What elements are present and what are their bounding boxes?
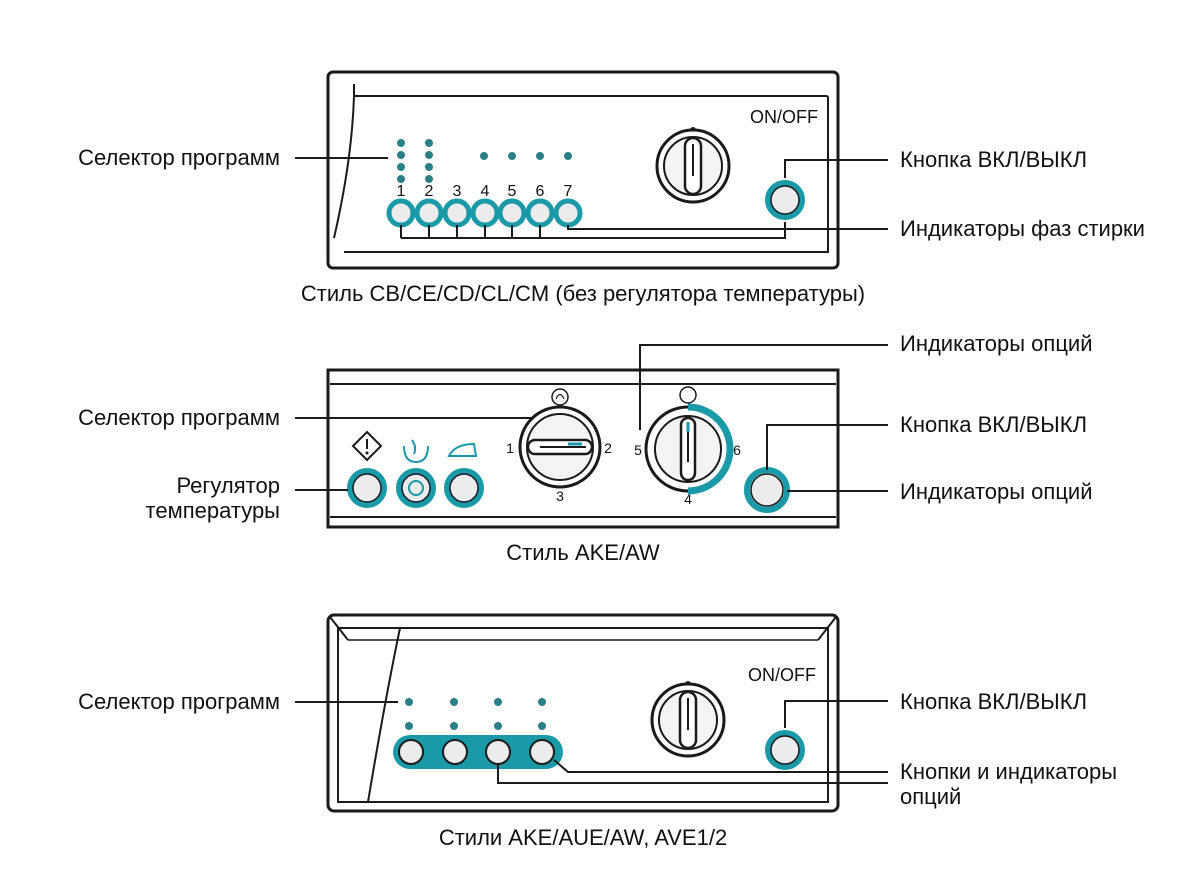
program-number-6: 6 [535, 183, 545, 200]
temperature-buttons[interactable] [347, 468, 484, 508]
option-leds-top [405, 698, 546, 706]
label-option-buttons-2: опций [900, 784, 962, 809]
program-number-5: 5 [507, 183, 517, 200]
panel-3 [295, 613, 888, 813]
caption-panel-1: Стиль CB/CE/CD/CL/CM (без регулятора тем… [300, 281, 866, 306]
power-button-3[interactable] [765, 730, 805, 770]
label-option-buttons-1: Кнопки и индикаторы [900, 759, 1118, 784]
label-temperature-regulator-2: температуры [145, 498, 280, 523]
program-number-1: 1 [396, 183, 406, 200]
option-mark-5: 5 [634, 442, 642, 458]
program-leds-2 [425, 139, 433, 183]
rinse-icon [403, 439, 429, 464]
phase-leds [480, 152, 572, 160]
label-temperature-regulator-1: Регулятор [176, 473, 280, 498]
program-number-7: 7 [563, 183, 573, 200]
power-button-2[interactable] [744, 467, 790, 513]
option-buttons[interactable] [398, 739, 555, 765]
option-dial[interactable] [644, 403, 734, 495]
caption-panel-3: Стили AKE/AUE/AW, AVE1/2 [438, 825, 728, 850]
program-number-4: 4 [480, 183, 490, 200]
label-power-button-3: Кнопка ВКЛ/ВЫКЛ [900, 689, 1088, 714]
program-leds-1 [397, 139, 405, 183]
dial-mark-1: 1 [506, 440, 514, 456]
end-mark-icon [551, 388, 569, 406]
label-power-button-1: Кнопка ВКЛ/ВЫКЛ [900, 147, 1088, 172]
option-mark-4: 4 [684, 491, 692, 507]
dial-mark-3: 3 [556, 488, 564, 504]
program-buttons[interactable] [386, 198, 583, 228]
program-dial[interactable] [518, 405, 602, 489]
label-program-selector-3: Селектор программ [78, 689, 280, 714]
label-program-selector-1: Селектор программ [78, 145, 280, 170]
onoff-label-3: ON/OFF [748, 665, 816, 685]
program-number-3: 3 [452, 183, 462, 200]
caption-panel-2: Стиль AKE/AW [506, 540, 660, 565]
option-button-strip [393, 735, 563, 769]
label-phase-indicators: Индикаторы фаз стирки [900, 216, 1145, 241]
iron-icon [447, 442, 478, 457]
program-number-2: 2 [424, 183, 434, 200]
prewash-icon [351, 430, 383, 462]
power-button[interactable] [765, 180, 805, 220]
panel-1 [295, 70, 888, 270]
program-knob-3[interactable] [650, 682, 726, 758]
spin-mark-icon [679, 386, 697, 404]
dial-mark-2: 2 [604, 440, 612, 456]
onoff-label-1: ON/OFF [750, 107, 818, 127]
label-program-selector-2: Селектор программ [78, 405, 280, 430]
program-knob[interactable] [655, 128, 731, 204]
option-leds-bottom [405, 722, 546, 730]
label-options-indicators-bottom: Индикаторы опций [900, 479, 1093, 504]
label-power-button-2: Кнопка ВКЛ/ВЫКЛ [900, 412, 1088, 437]
label-options-indicators-top: Индикаторы опций [900, 331, 1093, 356]
option-mark-6: 6 [733, 442, 741, 458]
panel-2 [295, 344, 888, 529]
